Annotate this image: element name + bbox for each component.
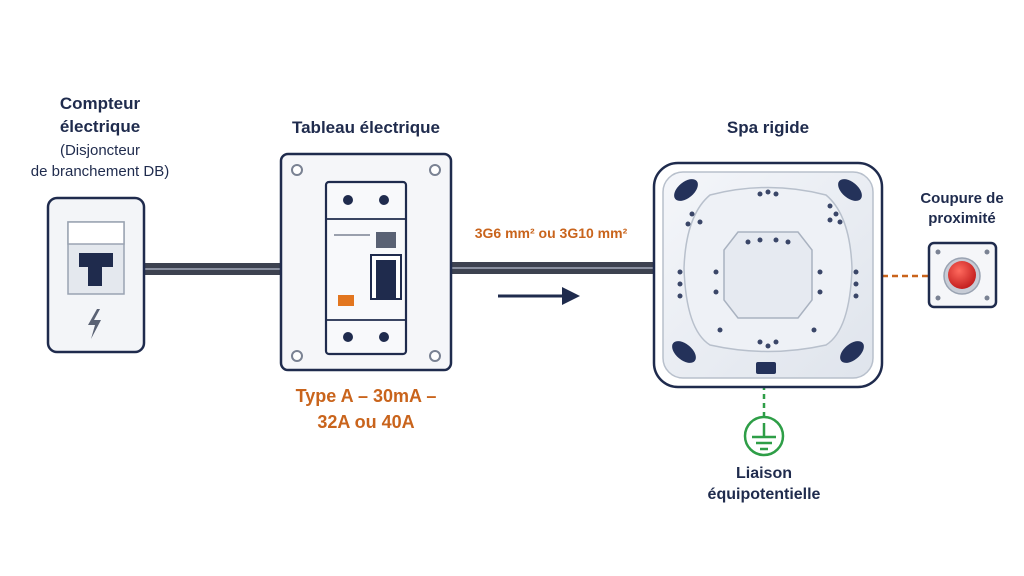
cutoff-title-line1: Coupure de xyxy=(920,190,1004,207)
panel-spec-line2: 32A ou 40A xyxy=(317,412,415,432)
meter-title-line2: électrique xyxy=(59,117,141,136)
earth-label-line2: équipotentielle xyxy=(707,486,821,503)
earth-label-line1: Liaison xyxy=(735,465,792,482)
arrow-right-icon xyxy=(498,287,580,305)
cutoff-title-line2: proximité xyxy=(928,210,996,227)
cable-panel-to-spa xyxy=(450,262,660,274)
electric-meter xyxy=(46,196,146,354)
spa-title: Spa rigide xyxy=(726,118,810,137)
electrical-panel xyxy=(279,152,453,372)
lightning-icon xyxy=(88,309,101,339)
meter-title-line1: Compteur xyxy=(59,94,141,113)
cable-meter-to-panel xyxy=(140,263,285,275)
rcd-breaker xyxy=(324,180,408,356)
proximity-cutoff-switch[interactable] xyxy=(927,241,998,309)
meter-subtitle-line1: (Disjoncteur xyxy=(59,142,141,159)
cable-section-label: 3G6 mm² ou 3G10 mm² xyxy=(474,225,628,241)
panel-spec-line1: Type A – 30mA – xyxy=(295,386,437,406)
panel-title: Tableau électrique xyxy=(291,118,440,137)
meter-subtitle-line2: de branchement DB) xyxy=(30,163,170,180)
earth-ground-icon xyxy=(743,415,785,457)
rigid-spa xyxy=(652,161,884,389)
stop-button-icon[interactable] xyxy=(948,261,976,289)
